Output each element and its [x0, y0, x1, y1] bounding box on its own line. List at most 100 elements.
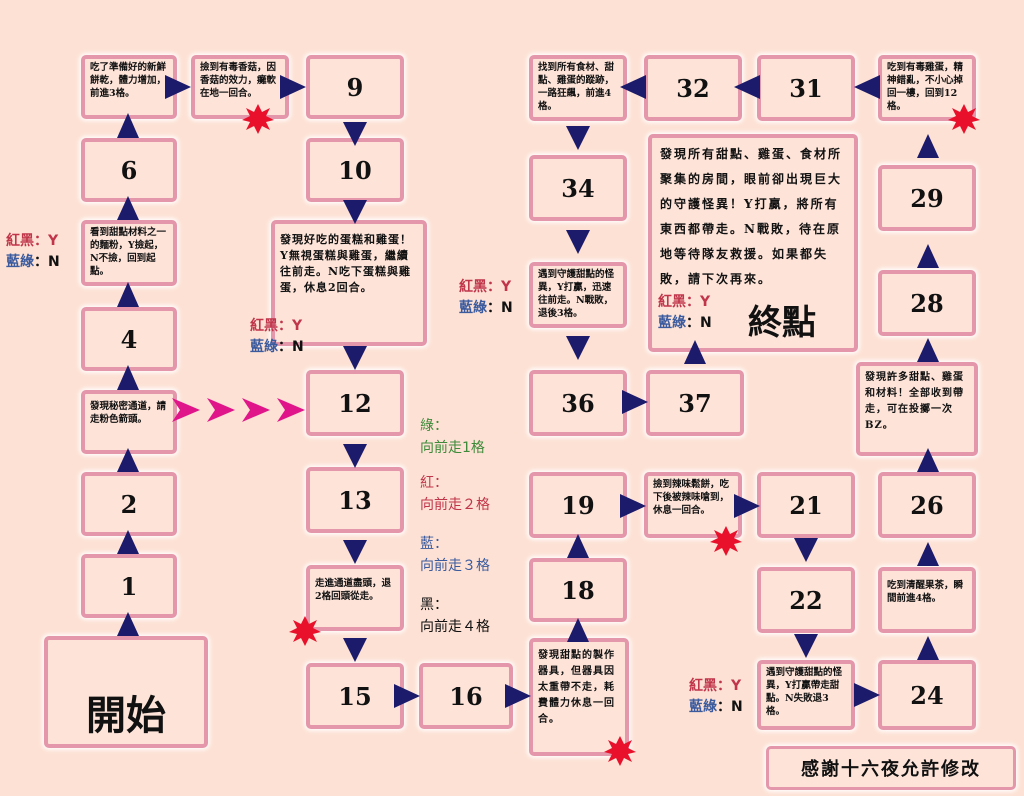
blue-green-label: 藍綠	[250, 339, 278, 355]
colon: ：	[717, 699, 731, 715]
board-cell-10[interactable]: 10	[306, 138, 404, 202]
red-black-label: 紅黑	[250, 318, 278, 334]
cell-number: 22	[789, 585, 823, 615]
board-cell-19[interactable]: 19	[529, 472, 627, 538]
arrow-down-icon	[794, 538, 818, 562]
board-cell-21[interactable]: 21	[757, 472, 855, 538]
cell-text: 走進通道盡頭，退2格回頭從走。	[315, 578, 392, 602]
cell-number: 31	[789, 73, 823, 103]
cell-text: 吃到有毒雞蛋，精神錯亂，不小心掉回一樓，回到12格。	[887, 62, 964, 112]
colon: ：	[487, 279, 501, 295]
legend-color-name: 綠：	[420, 418, 448, 434]
yes-label: Y	[731, 678, 742, 694]
colon: ：	[278, 339, 292, 355]
arrow-down-icon	[566, 230, 590, 254]
cell-text: 遇到守護甜點的怪異，Y打贏，迅速往前走。N戰敗，退後3格。	[538, 269, 615, 319]
end-label: 終點	[748, 303, 816, 343]
board-cell-13[interactable]: 13	[306, 467, 404, 533]
legend-green: 綠： 向前走1格	[420, 415, 485, 459]
board-cell-30[interactable]: 吃到有毒雞蛋，精神錯亂，不小心掉回一樓，回到12格。	[878, 55, 976, 121]
board-cell-29[interactable]: 29	[878, 165, 976, 231]
board-cell-27[interactable]: 發現許多甜點、雞蛋和材料！全部收到帶走，可在投擲一次BZ。	[856, 362, 978, 456]
cell-number: 9	[346, 72, 364, 102]
cell-number: 21	[789, 490, 823, 520]
board-cell-8[interactable]: 撿到有毒香菇，因香菇的效力，癱軟在地一回合。	[191, 55, 289, 119]
red-black-label: 紅黑	[6, 233, 34, 249]
cell-text: 撿到有毒香菇，因香菇的效力，癱軟在地一回合。	[200, 62, 277, 99]
final-cell[interactable]: 發現所有甜點、雞蛋、食材所聚集的房間，眼前卻出現巨大的守護怪異！Y打贏，將所有東…	[648, 134, 858, 352]
board-cell-32[interactable]: 32	[644, 55, 742, 121]
arrow-down-icon	[566, 336, 590, 360]
board-cell-11[interactable]: 發現好吃的蛋糕和雞蛋！Y無視蛋糕與雞蛋，繼續往前走。N吃下蛋糕與雞蛋，休息2回合…	[271, 220, 427, 346]
legend-move: 向前走２格	[420, 497, 490, 513]
no-label: N	[292, 339, 304, 355]
no-label: N	[700, 315, 712, 331]
cell-number: 24	[910, 680, 944, 710]
board-cell-33[interactable]: 找到所有食材、甜點、雞蛋的蹤跡，一路狂飆，前進4格。	[529, 55, 627, 121]
board-cell-23[interactable]: 遇到守護甜點的怪異，Y打贏帶走甜點。N失敗退3格。	[757, 660, 855, 730]
board-cell-35[interactable]: 遇到守護甜點的怪異，Y打贏，迅速往前走。N戰敗，退後3格。	[529, 262, 627, 328]
red-black-label: 紅黑	[459, 279, 487, 295]
legend-red: 紅： 向前走２格	[420, 472, 490, 516]
arrow-left-icon	[854, 75, 880, 99]
board-cell-24[interactable]: 24	[878, 660, 976, 730]
arrow-down-icon	[343, 638, 367, 662]
board-cell-1[interactable]: 1	[81, 554, 177, 618]
board-cell-2[interactable]: 2	[81, 472, 177, 536]
board-cell-20[interactable]: 撿到辣味鬆餅，吃下後被辣味嗆到，休息一回合。	[644, 472, 742, 538]
choice-label-35: 紅黑：Y 藍綠：N	[459, 277, 513, 319]
board-cell-15[interactable]: 15	[306, 663, 404, 729]
secret-arrow-icon	[242, 398, 270, 422]
cell-text: 發現許多甜點、雞蛋和材料！全部收到帶走，可在投擲一次BZ。	[865, 372, 964, 431]
board-cell-6[interactable]: 6	[81, 138, 177, 202]
board-cell-12[interactable]: 12	[306, 370, 404, 436]
board-cell-25[interactable]: 吃到清醒果茶，瞬間前進4格。	[878, 567, 976, 633]
final-text: 發現所有甜點、雞蛋、食材所聚集的房間，眼前卻出現巨大的守護怪異！Y打贏，將所有東…	[660, 147, 843, 286]
choice-label-5: 紅黑：Y 藍綠：N	[6, 231, 60, 273]
board-cell-31[interactable]: 31	[757, 55, 855, 121]
cell-text: 吃到清醒果茶，瞬間前進4格。	[887, 580, 964, 604]
board-cell-18[interactable]: 18	[529, 558, 627, 622]
board-cell-16[interactable]: 16	[419, 663, 513, 729]
no-label: N	[501, 300, 513, 316]
board-cell-26[interactable]: 26	[878, 472, 976, 538]
arrow-up-icon	[917, 244, 939, 268]
board-cell-22[interactable]: 22	[757, 567, 855, 633]
cell-text: 撿到辣味鬆餅，吃下後被辣味嗆到，休息一回合。	[653, 479, 730, 516]
arrow-down-icon	[343, 346, 367, 370]
cell-number: 18	[561, 575, 595, 605]
colon: ：	[34, 233, 48, 249]
board-cell-14[interactable]: 走進通道盡頭，退2格回頭從走。	[306, 565, 404, 631]
board-cell-4[interactable]: 4	[81, 307, 177, 371]
board-cell-9[interactable]: 9	[306, 55, 404, 119]
start-label: 開始	[86, 692, 166, 739]
board-cell-37[interactable]: 37	[646, 370, 744, 436]
board-cell-3[interactable]: 發現秘密通道，請走粉色箭頭。	[81, 390, 177, 454]
board-cell-7[interactable]: 吃了準備好的新鮮餅乾，體力增加，前進3格。	[81, 55, 177, 119]
cell-number: 26	[910, 490, 944, 520]
legend-move: 向前走４格	[420, 619, 490, 635]
choice-label-final: 紅黑：Y 藍綠：N	[658, 292, 712, 334]
colon: ：	[487, 300, 501, 316]
board-cell-17[interactable]: 發現甜點的製作器具，但器具因太重帶不走，耗費體力休息一回合。	[529, 638, 629, 756]
yes-label: Y	[501, 279, 512, 295]
cell-number: 16	[449, 681, 483, 711]
secret-arrow-icon	[207, 398, 235, 422]
cell-number: 6	[120, 155, 138, 185]
arrow-down-icon	[343, 444, 367, 468]
blue-green-label: 藍綠	[658, 315, 686, 331]
cell-number: 29	[910, 183, 944, 213]
board-cell-28[interactable]: 28	[878, 270, 976, 336]
arrow-up-icon	[917, 338, 939, 362]
cell-number: 10	[338, 155, 372, 185]
board-cell-34[interactable]: 34	[529, 155, 627, 221]
choice-label-23: 紅黑：Y 藍綠：N	[689, 676, 743, 718]
yes-label: Y	[700, 294, 711, 310]
legend-color-name: 藍：	[420, 536, 448, 552]
board-cell-36[interactable]: 36	[529, 370, 627, 436]
cell-number: 4	[120, 324, 138, 354]
board-cell-5[interactable]: 看到甜點材料之一的麵粉，Y撿起，N不撿，回到起點。	[81, 220, 177, 286]
start-cell[interactable]: 開始	[44, 636, 208, 748]
cell-number: 32	[676, 73, 710, 103]
